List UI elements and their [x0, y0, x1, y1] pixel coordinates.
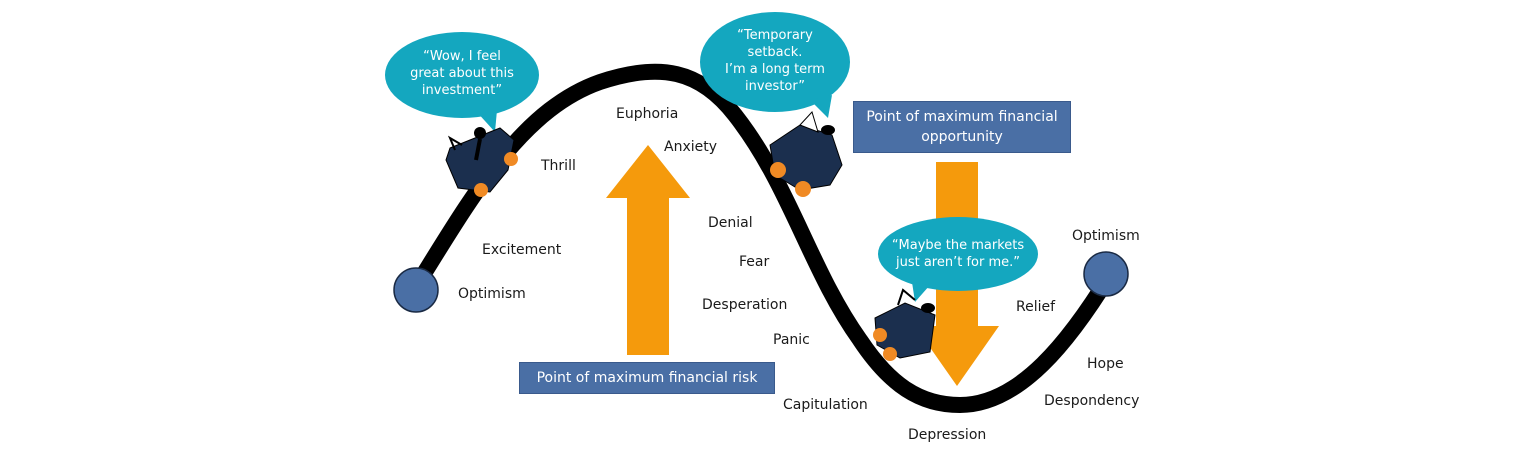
max-risk-label: Point of maximum financial risk — [536, 370, 758, 386]
stage-fear: Fear — [739, 254, 770, 270]
start-circle-icon — [393, 267, 439, 313]
stage-capitulation: Capitulation — [783, 397, 868, 413]
end-circle-icon — [1083, 251, 1129, 297]
bubble-line: investment” — [421, 83, 503, 98]
stage-excitement: Excitement — [482, 242, 562, 258]
arrow-up-icon — [606, 145, 690, 355]
stage-depression: Depression — [908, 427, 987, 443]
stage-euphoria: Euphoria — [616, 106, 679, 122]
speech-bubble-falling — [700, 12, 850, 118]
stage-despondency: Despondency — [1044, 393, 1140, 409]
roller-coaster-car-icon — [873, 288, 936, 361]
bubble-bottom-text: “Maybe the markets just aren’t for me.” — [880, 237, 1036, 271]
bubble-line: great about this — [410, 66, 514, 81]
max-opportunity-label-1: Point of maximum financial — [866, 109, 1058, 125]
stage-anxiety: Anxiety — [664, 139, 718, 155]
roller-coaster-car-icon — [769, 111, 843, 197]
max-opportunity-box: Point of maximum financial opportunity — [853, 101, 1071, 153]
roller-coaster-car-icon — [445, 127, 518, 197]
bubble-line: setback. — [747, 45, 803, 60]
bubble-line: “Maybe the markets — [891, 238, 1025, 253]
stage-optimism-start: Optimism — [458, 286, 526, 302]
stage-panic: Panic — [773, 332, 810, 348]
stage-thrill: Thrill — [541, 158, 576, 174]
bubble-line: investor” — [745, 79, 805, 94]
stage-relief: Relief — [1016, 299, 1056, 315]
bubble-line: just aren’t for me.” — [895, 255, 1020, 270]
max-opportunity-label-2: opportunity — [921, 129, 1003, 145]
bubble-falling-text: “Temporary setback. I’m a long term inve… — [705, 27, 845, 95]
bubble-line: I’m a long term — [725, 62, 825, 77]
bubble-line: “Wow, I feel — [423, 49, 501, 64]
bubble-rising-text: “Wow, I feel great about this investment… — [392, 48, 532, 99]
bubble-line: “Temporary — [737, 28, 813, 43]
market-cycle-curve — [407, 63, 1118, 414]
speech-bubble-bottom — [878, 217, 1038, 302]
stage-optimism-end: Optimism — [1072, 228, 1140, 244]
speech-bubble-rising — [385, 32, 539, 132]
stage-hope: Hope — [1087, 356, 1124, 372]
stage-denial: Denial — [708, 215, 753, 231]
stage-desperation: Desperation — [702, 297, 788, 313]
max-risk-box: Point of maximum financial risk — [519, 362, 775, 394]
